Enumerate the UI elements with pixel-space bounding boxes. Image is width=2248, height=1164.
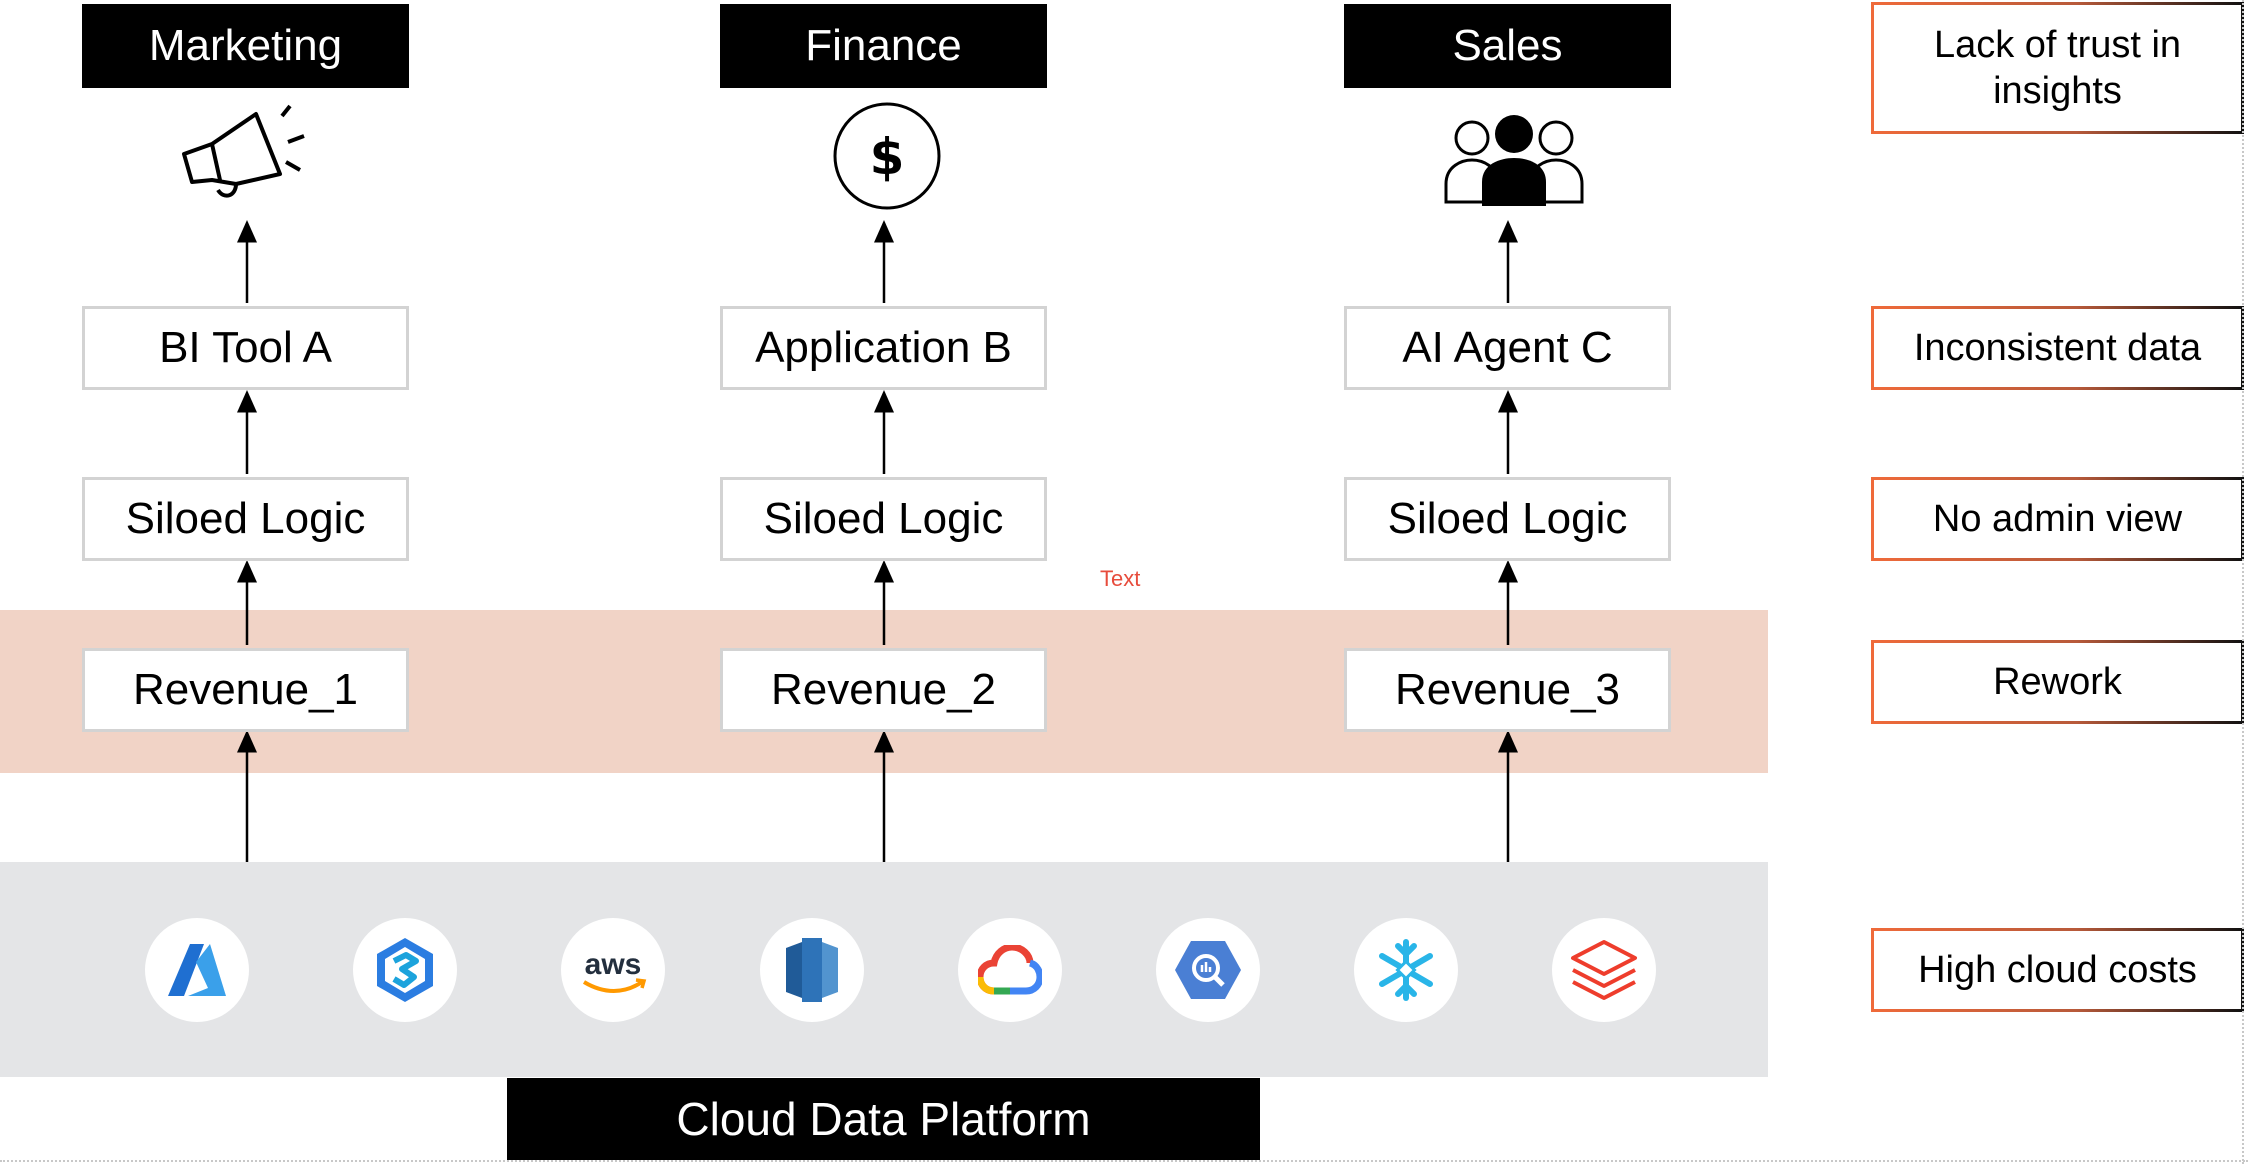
cloud-data-platform-label: Cloud Data Platform	[507, 1078, 1260, 1160]
svg-text:$: $	[870, 128, 905, 186]
dept-header-finance: Finance	[720, 4, 1047, 88]
tool-box-marketing: BI Tool A	[82, 306, 409, 390]
logic-box-finance: Siloed Logic	[720, 477, 1047, 561]
issue-inconsistent-data: Inconsistent data	[1871, 306, 2244, 390]
stray-text-label: Text	[1100, 566, 1141, 591]
svg-text:aws: aws	[585, 948, 642, 981]
bottom-dotted-border	[0, 1160, 2248, 1162]
issue-lack-of-trust: Lack of trust in insights	[1871, 2, 2244, 134]
tool-box-sales: AI Agent C	[1344, 306, 1671, 390]
issue-rework: Rework	[1871, 640, 2244, 724]
dataset-box-finance: Revenue_2	[720, 648, 1047, 732]
redshift-icon	[760, 918, 864, 1022]
people-icon	[1444, 115, 1584, 206]
dataset-box-sales: Revenue_3	[1344, 648, 1671, 732]
issue-high-cloud-costs: High cloud costs	[1871, 928, 2244, 1012]
issue-no-admin-view: No admin view	[1871, 477, 2244, 561]
snowflake-icon	[1354, 918, 1458, 1022]
megaphone-icon	[182, 104, 305, 198]
dept-header-sales: Sales	[1344, 4, 1671, 88]
azure-icon	[145, 918, 249, 1022]
synapse-icon	[353, 918, 457, 1022]
cloud-platform-band	[0, 862, 1768, 1077]
bigquery-icon	[1156, 918, 1260, 1022]
tool-box-finance: Application B	[720, 306, 1047, 390]
dept-header-marketing: Marketing	[82, 4, 409, 88]
dataset-box-marketing: Revenue_1	[82, 648, 409, 732]
aws-icon: aws	[561, 918, 665, 1022]
dollar-icon: $	[833, 102, 941, 210]
logic-box-sales: Siloed Logic	[1344, 477, 1671, 561]
logic-box-marketing: Siloed Logic	[82, 477, 409, 561]
databricks-icon	[1552, 918, 1656, 1022]
google-cloud-icon	[958, 918, 1062, 1022]
right-dotted-border	[2242, 0, 2244, 1164]
